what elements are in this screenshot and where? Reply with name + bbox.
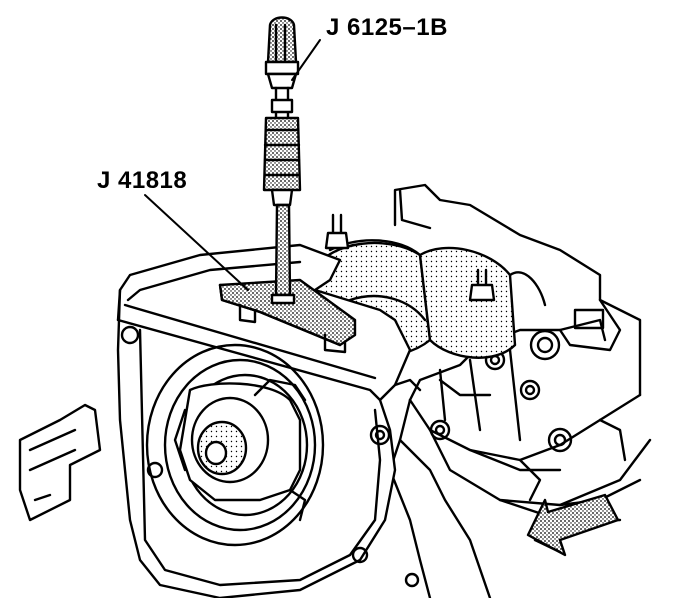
front-direction-arrow-icon (526, 493, 620, 557)
tool-label-j41818: J 41818 (97, 167, 188, 194)
engine-block (388, 183, 652, 598)
front-seal (145, 343, 325, 547)
leader-lines (144, 39, 321, 291)
tool-label-j6125-1b: J 6125–1B (326, 14, 448, 41)
studs (324, 213, 496, 302)
slide-hammer (262, 16, 302, 305)
remover-plate (218, 278, 357, 354)
left-mount (18, 403, 102, 522)
